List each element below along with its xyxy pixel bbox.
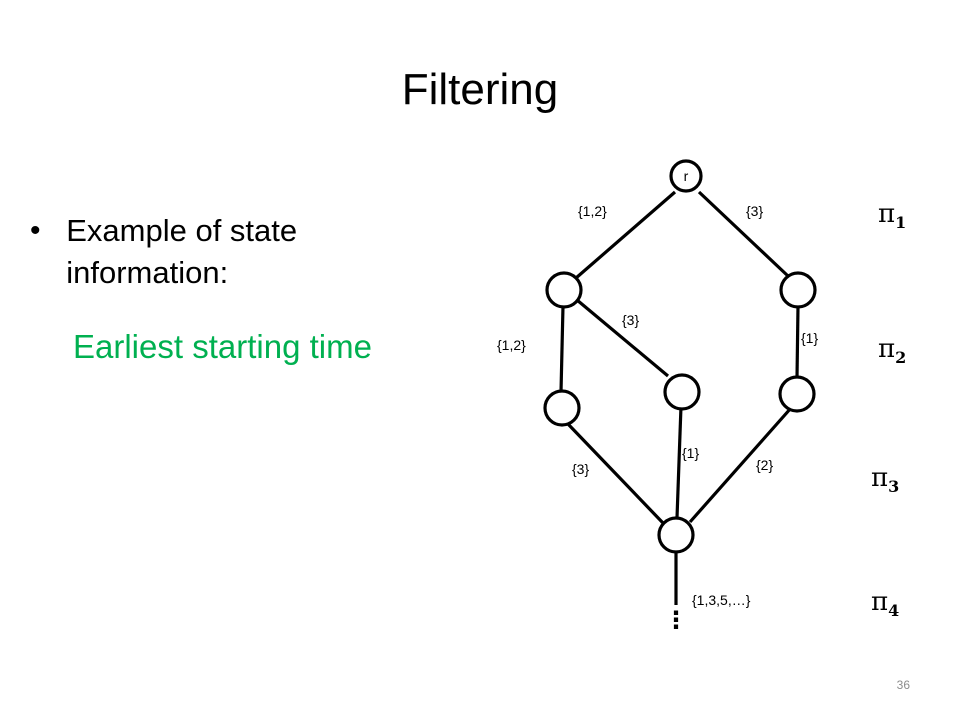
- bullet-item: • Example of state information:: [30, 210, 430, 294]
- nodes: [543, 159, 817, 554]
- edge-l1-m2: [575, 298, 670, 378]
- slide-title: Filtering: [401, 65, 559, 114]
- edge-label-m2-b: {1}: [682, 445, 699, 461]
- node-root-label: r: [684, 168, 689, 184]
- continuation-dots: ⋮: [664, 606, 688, 634]
- edge-m2-b: [675, 405, 683, 519]
- edge-root-left: [574, 190, 677, 280]
- highlight-text: Earliest starting time: [73, 328, 372, 365]
- edge-label-l1-l2: {1,2}: [497, 337, 526, 353]
- bullet-list: • Example of state information:: [30, 210, 430, 294]
- edge-root-right: [697, 190, 790, 278]
- edge-label-root-left: {1,2}: [578, 203, 607, 219]
- edges: [559, 190, 800, 605]
- node-l2: [543, 389, 581, 427]
- edge-label-r2-b: {2}: [756, 457, 773, 473]
- edge-label-root-right: {3}: [746, 203, 763, 219]
- edge-r1-r2: [795, 305, 800, 379]
- node-bottom: [657, 516, 695, 554]
- node-m2: [663, 373, 701, 411]
- node-r1: [779, 271, 817, 309]
- bullet-dot: •: [30, 214, 41, 247]
- node-root: [669, 159, 703, 193]
- layer-label-3: π3: [871, 463, 899, 496]
- edge-label-l1-m2: {3}: [622, 312, 639, 328]
- edge-label-b-down: {1,3,5,…}: [692, 592, 751, 608]
- layer-label-2: π2: [878, 334, 906, 367]
- layer-label-4: π4: [871, 587, 899, 620]
- node-l1: [545, 271, 583, 309]
- edge-l1-l2: [559, 305, 565, 393]
- bullet-text: Example of state information:: [66, 213, 298, 290]
- node-r2: [778, 375, 816, 413]
- edge-l2-b: [566, 422, 665, 525]
- edge-label-l2-b: {3}: [572, 461, 589, 477]
- edge-label-r1-r2: {1}: [801, 330, 818, 346]
- edge-r2-b: [688, 406, 793, 524]
- page-number: 36: [896, 678, 910, 692]
- layer-label-1: π1: [878, 199, 906, 232]
